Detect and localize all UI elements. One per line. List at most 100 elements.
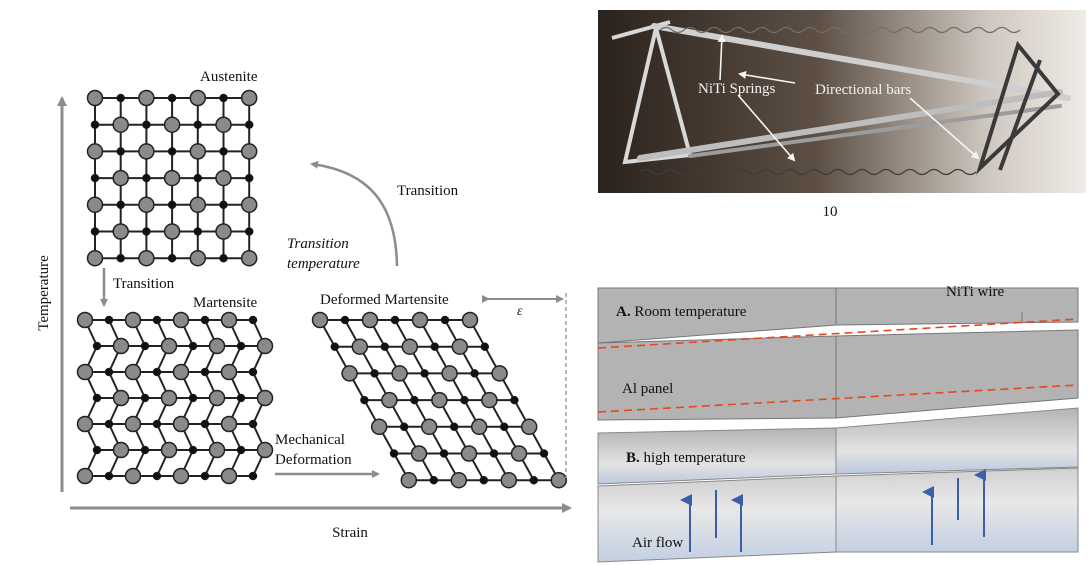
large-atom	[351, 338, 369, 355]
large-atom	[240, 143, 258, 160]
small-atom	[479, 475, 489, 485]
directional-bars-label: Directional bars	[815, 82, 911, 98]
small-atom	[188, 445, 198, 455]
martensite-label: Martensite	[193, 295, 257, 311]
large-atom	[112, 441, 130, 459]
large-atom	[163, 223, 181, 240]
niti-wire-upper	[597, 318, 1079, 349]
small-atom	[219, 93, 228, 103]
mechanical-label-line2: Deformation	[275, 452, 352, 468]
small-atom	[152, 315, 162, 325]
small-atom	[439, 449, 449, 458]
small-atom	[429, 475, 439, 485]
large-atom	[481, 391, 498, 409]
small-atom	[410, 395, 419, 405]
large-atom	[256, 389, 274, 407]
small-atom	[390, 315, 400, 325]
small-atom	[389, 449, 399, 458]
photo-annotation-arrows	[717, 34, 980, 162]
small-atom	[116, 253, 125, 263]
panel-a-label: A. Room temperature	[616, 304, 747, 320]
small-atom	[420, 369, 429, 378]
large-atom	[124, 311, 142, 329]
panel-a-text: Room temperature	[631, 304, 747, 320]
large-atom	[76, 363, 94, 381]
panel-b-letter: B.	[626, 450, 640, 466]
large-atom	[163, 116, 181, 133]
large-atom	[189, 196, 207, 214]
large-atom	[510, 445, 528, 462]
large-atom	[420, 418, 438, 436]
large-atom	[189, 143, 207, 160]
large-atom	[112, 169, 129, 187]
transition-curved-arrow	[310, 160, 399, 267]
large-atom	[124, 415, 142, 433]
large-atom	[208, 337, 226, 355]
air-flow-arrows	[680, 469, 986, 552]
large-atom	[112, 223, 129, 240]
strain-axis-label: Strain	[332, 525, 368, 541]
large-atom	[124, 363, 142, 381]
small-atom	[470, 369, 479, 378]
small-atom	[90, 120, 100, 129]
small-atom	[244, 227, 254, 236]
small-atom	[248, 315, 258, 325]
niti-wire-label: NiTi wire	[946, 284, 1005, 300]
small-atom	[152, 471, 162, 481]
small-atom	[440, 315, 450, 325]
right-frame	[975, 40, 1061, 175]
large-atom	[86, 249, 104, 267]
small-atom	[104, 471, 114, 481]
niti-springs-label: NiTi Springs	[698, 81, 776, 97]
small-atom	[340, 315, 350, 325]
large-atom	[86, 196, 104, 214]
small-atom	[219, 147, 228, 156]
small-atom	[167, 147, 177, 156]
small-atom	[449, 422, 459, 432]
large-atom	[240, 196, 258, 214]
martensite-lattice	[76, 311, 274, 485]
small-atom	[92, 445, 102, 455]
panel-b-label: B. high temperature	[626, 450, 746, 466]
small-atom	[399, 422, 409, 432]
large-atom	[189, 89, 207, 107]
large-atom	[401, 338, 419, 355]
small-atom	[167, 93, 177, 103]
large-atom	[240, 249, 258, 267]
large-atom	[160, 389, 178, 407]
small-atom	[193, 227, 203, 236]
large-atom	[160, 337, 178, 355]
large-atom	[460, 445, 478, 462]
large-atom	[112, 337, 130, 355]
small-atom	[193, 120, 203, 129]
crystal-diagram: Temperature Strain Austenite Martensite …	[36, 69, 572, 541]
large-atom	[220, 467, 238, 485]
panel-a-lower	[597, 335, 837, 421]
large-atom	[361, 311, 379, 329]
deformed-martensite-label: Deformed Martensite	[320, 292, 449, 308]
large-atom	[431, 391, 448, 409]
photo-caption: 10	[823, 204, 838, 220]
large-atom	[208, 389, 226, 407]
large-atom	[441, 365, 458, 382]
large-atom	[256, 337, 274, 355]
austenite-lattice	[86, 89, 258, 267]
large-atom	[138, 196, 155, 214]
small-atom	[236, 393, 246, 403]
transition-temperature-line2: temperature	[287, 256, 360, 272]
large-atom	[112, 116, 129, 133]
large-atom	[172, 363, 190, 381]
small-atom	[140, 341, 150, 351]
panel-b-text: high temperature	[640, 450, 746, 466]
large-atom	[86, 143, 104, 160]
small-atom	[188, 393, 198, 403]
small-atom	[152, 367, 162, 377]
large-atom	[450, 471, 468, 489]
small-atom	[104, 315, 114, 325]
small-atom	[116, 147, 125, 156]
small-atom	[360, 395, 369, 405]
temperature-axis-label: Temperature	[36, 255, 52, 331]
small-atom	[380, 342, 390, 351]
small-atom	[92, 341, 102, 351]
small-atom	[116, 200, 125, 210]
